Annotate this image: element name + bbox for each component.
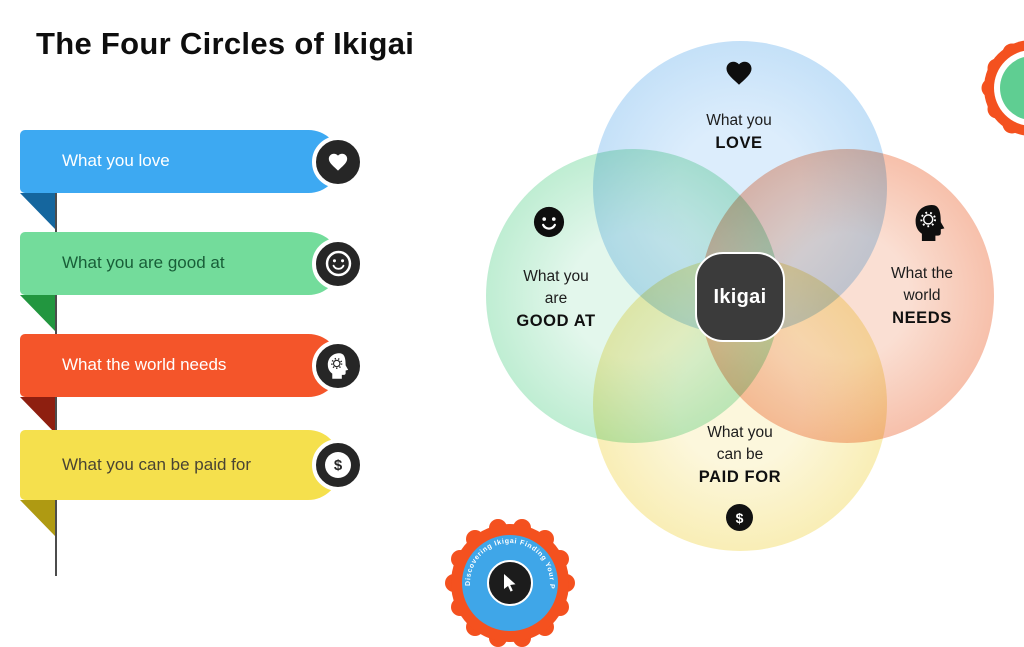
cursor-icon [504,574,516,592]
ikigai-label: Ikigai [713,285,767,308]
dollar-coin: $ [325,452,351,478]
ribbon-fold-love [20,193,55,229]
list-item-love: What you love [20,130,364,193]
heart-icon [312,135,364,188]
svg-text:Discovering Ikigai Finding You: Discovering Ikigai Finding Your Purpose [440,492,555,590]
ribbon-fold-needs [20,397,55,433]
list-item-label: What the world needs [62,355,227,375]
list-item-label: What you can be paid for [62,454,252,474]
dollar-icon: $ [312,439,364,491]
dollar-icon: $ [726,504,753,531]
ikigai-center-chip: Ikigai [695,252,785,342]
venn-label-love: What you LOVE [706,112,772,152]
list-item-paid-for: What you can be paid for $ [20,430,364,500]
heart-icon [723,58,755,93]
venn-label-good-at: What you are GOOD AT [516,268,596,330]
head-gear-icon [312,339,364,392]
smiley-icon [533,206,565,243]
ribbon-fold-good-at [20,295,55,331]
list-item-needs: What the world needs [20,334,364,397]
badge-curved-text: Discovering Ikigai Finding Your Purpose [440,492,555,592]
list-item-good-at: What you are good at [20,232,364,295]
dollar-coin: $ [726,504,753,531]
venn-label-needs: What the world NEEDS [890,265,954,327]
list-item-label: What you love [62,151,170,171]
venn-label-paid-for: What you can be PAID FOR [698,424,782,486]
head-gear-icon [912,203,948,248]
page-title: The Four Circles of Ikigai [36,26,415,61]
smiley-icon [312,237,364,290]
ribbon-fold-paid-for [20,500,55,536]
list-item-label: What you are good at [62,253,225,273]
